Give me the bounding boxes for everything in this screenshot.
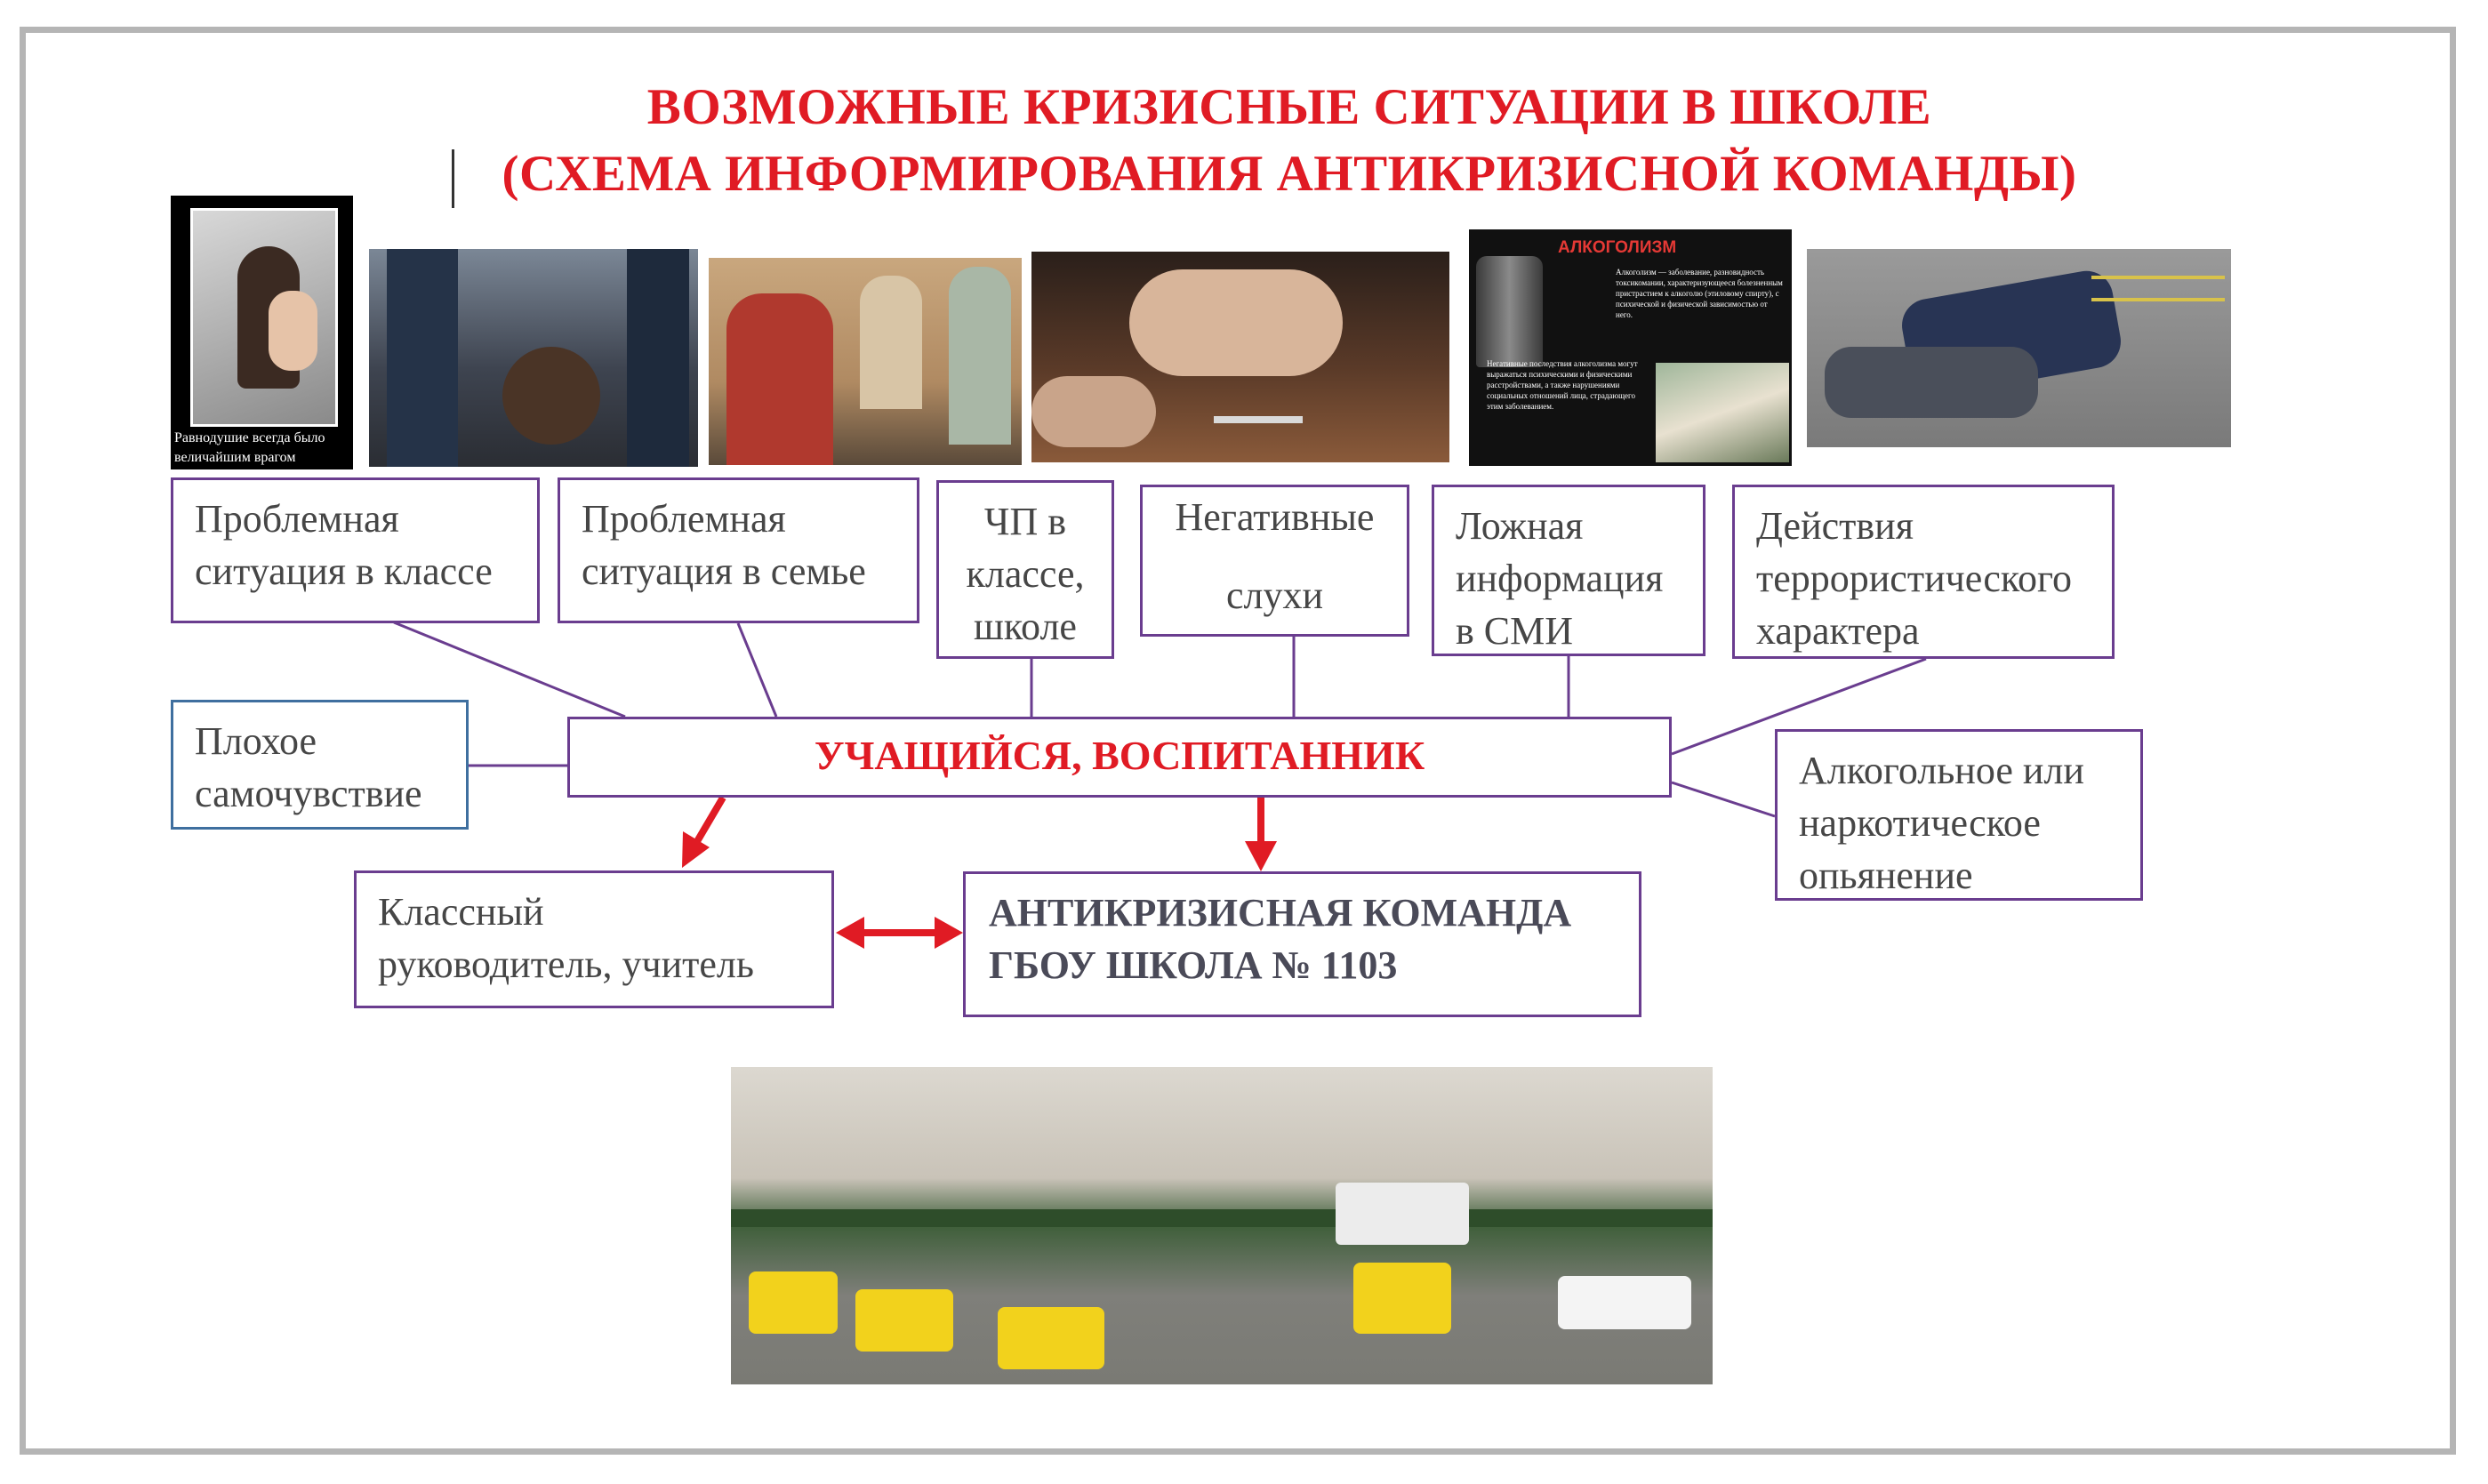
box-terror: Действия террористического характера	[1732, 485, 2115, 659]
box-health: Плохое самочувствие	[171, 700, 469, 830]
box-false-media: Ложная информация в СМИ	[1432, 485, 1705, 656]
box-teacher: Классный руководитель, учитель	[354, 870, 834, 1008]
team-line-2: ГБОУ ШКОЛА № 1103	[989, 939, 1616, 991]
box-emergency: ЧП в классе, школе	[936, 480, 1114, 659]
box-class-problem: Проблемная ситуация в классе	[171, 477, 540, 623]
team-line-1: АНТИКРИЗИСНАЯ КОМАНДА	[989, 886, 1616, 939]
center-student: УЧАЩИЙСЯ, ВОСПИТАННИК	[567, 717, 1672, 798]
box-rumors: Негативные слухи	[1140, 485, 1409, 637]
box-intoxication: Алкогольное или наркотическое опьянение	[1775, 729, 2143, 901]
box-family-problem: Проблемная ситуация в семье	[558, 477, 919, 623]
anti-crisis-team: АНТИКРИЗИСНАЯ КОМАНДА ГБОУ ШКОЛА № 1103	[963, 871, 1641, 1017]
